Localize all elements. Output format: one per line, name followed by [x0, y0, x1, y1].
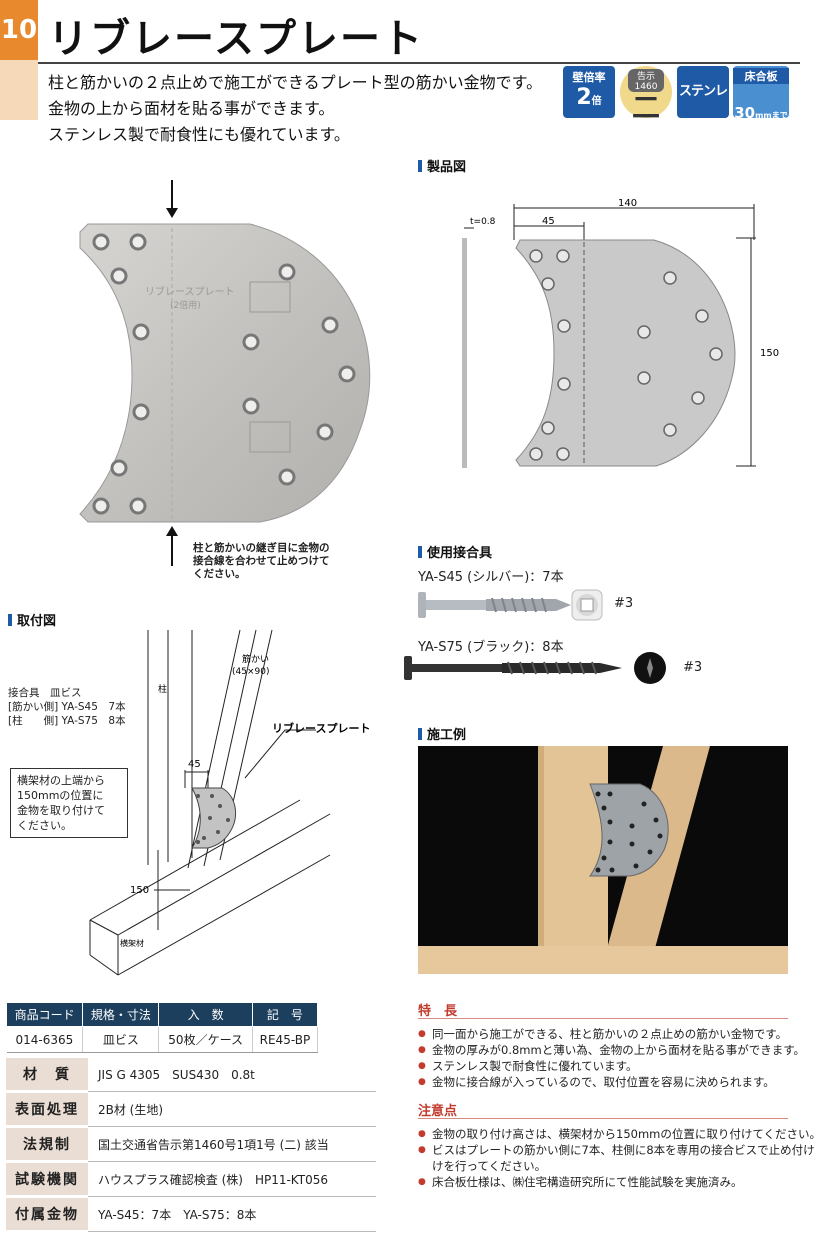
spec-value: JIS G 4305 SUS430 0.8t: [88, 1058, 376, 1092]
example-photo: [418, 746, 788, 974]
td-symbol: RE45-BP: [252, 1026, 319, 1053]
spec-key: 表面処理: [6, 1091, 88, 1128]
section-fasteners: 使用接合具: [418, 542, 492, 561]
material-badge: ステンレス: [677, 66, 729, 151]
legend-line: 接合具 皿ビス: [8, 687, 82, 699]
note-line: 金物を取り付けて: [17, 804, 105, 817]
note-line: 150mmの位置に: [17, 789, 104, 802]
feature-item: 金物に接合線が入っているので、取付位置を容易に決められます。: [418, 1074, 805, 1090]
cautions-rule: [418, 1118, 788, 1119]
dim-thickness: t=0.8: [470, 217, 496, 227]
floor-badge: 床合板 30mmまで: [733, 66, 789, 122]
header-accent: [0, 60, 38, 120]
notice-badge: 告示1460 二: [620, 66, 672, 124]
notice-value: 二: [631, 91, 660, 124]
th-symbol: 記 号: [251, 1002, 319, 1027]
feature-item: 金物の厚みが0.8mmと薄い為、金物の上から面材を貼る事ができます。: [418, 1042, 805, 1058]
spec-value: 2B材 (生地): [88, 1091, 376, 1127]
install-note: 横架材の上端から 150mmの位置に 金物を取り付けて ください。: [10, 768, 128, 838]
caution-item: 床合板仕様は、㈱住宅構造研究所にて性能試験を実施済み。: [418, 1174, 821, 1190]
floor-label: 床合板: [733, 68, 789, 84]
features-list: 同一面から施工ができる、柱と筋かいの２点止めの筋かい金物です。 金物の厚みが0.…: [418, 1026, 805, 1090]
caption-line: 接合線を合わせて止めつけて: [193, 555, 330, 567]
install-legend: 接合具 皿ビス [筋かい側] YA-S45 7本 [柱 側] YA-S75 8本: [8, 686, 126, 728]
product-photo: リブレースプレート (2倍用): [79, 180, 371, 566]
th-spec: 規格・寸法: [82, 1002, 160, 1027]
spec-key: 試験機関: [6, 1161, 88, 1198]
th-code: 商品コード: [5, 1002, 84, 1027]
screw-silver-icon: [418, 589, 603, 621]
label-brace-size: (45×90): [232, 667, 269, 677]
caution-item: ビスはプレートの筋かい側に7本、柱側に8本を専用の接合ビスで止め付け: [418, 1142, 821, 1158]
wall-ratio-badge: 壁倍率 2倍: [563, 66, 615, 118]
photo-label-sub: (2倍用): [170, 299, 201, 311]
dim-inner: 45: [542, 216, 555, 227]
fastener-s45: YA-S45 (シルバー)：7本: [418, 570, 564, 585]
section-number: 10: [0, 0, 38, 60]
intro-line: ステンレス製で耐食性にも優れています。: [48, 125, 350, 144]
label-beam: 横架材: [120, 938, 144, 948]
intro-line: 柱と筋かいの２点止めで施工ができるプレート型の筋かい金物です。: [48, 73, 543, 92]
spec-value: 国土交通省告示第1460号1項1号 (二) 該当: [88, 1126, 376, 1162]
wall-ratio-label: 壁倍率: [572, 71, 606, 84]
photo-label-top: リブレースプレート: [145, 285, 235, 298]
drive-size-1: #3: [614, 596, 634, 611]
caution-item: 金物の取り付け高さは、横架材から150mmの位置に取り付けてください。: [418, 1126, 821, 1142]
feature-item: ステンレス製で耐食性に優れています。: [418, 1058, 805, 1074]
product-drawing: t=0.8 140 45 150: [462, 198, 779, 468]
spec-key: 法規制: [6, 1126, 88, 1163]
label-brace: 筋かい: [242, 653, 269, 665]
cautions-title: 注意点: [418, 1104, 458, 1119]
header-rule: [38, 62, 800, 64]
legend-line: [柱 側] YA-S75 8本: [8, 715, 126, 727]
note-line: 横架材の上端から: [17, 774, 105, 787]
wall-ratio-unit: 倍: [591, 96, 602, 107]
notice-label: 告示1460: [628, 69, 664, 92]
screw-black-icon: [404, 652, 666, 684]
td-code: 014-6365: [6, 1026, 84, 1053]
td-spec: 皿ビス: [82, 1026, 160, 1053]
caption-line: ください。: [193, 568, 246, 580]
intro-line: 金物の上から面材を貼る事ができます。: [48, 99, 335, 118]
intro-text: 柱と筋かいの２点止めで施工ができるプレート型の筋かい金物です。 金物の上から面材…: [48, 70, 542, 148]
spec-value: ハウスプラス確認検査 (株) HP11-KT056: [88, 1161, 376, 1197]
page-title: リブレースプレート: [48, 16, 424, 62]
section-example: 施工例: [418, 724, 466, 743]
floor-value: 30: [734, 104, 756, 122]
dim-height: 150: [760, 348, 779, 359]
section-product-drawing: 製品図: [418, 156, 466, 175]
td-qty: 50枚／ケース: [158, 1026, 253, 1053]
legend-line: [筋かい側] YA-S45 7本: [8, 701, 126, 713]
cautions-list: 金物の取り付け高さは、横架材から150mmの位置に取り付けてください。 ビスはプ…: [418, 1126, 821, 1190]
label-dim150: 150: [130, 885, 149, 896]
label-dim45: 45: [188, 759, 201, 770]
label-column: 柱: [158, 683, 167, 695]
floor-unit: mmまで: [755, 111, 788, 120]
caption-line: 柱と筋かいの継ぎ目に金物の: [193, 542, 330, 554]
th-qty: 入 数: [158, 1002, 253, 1027]
section-install: 取付図: [8, 610, 56, 629]
wall-ratio-value: 2: [576, 85, 592, 110]
caution-item-cont: けを行ってください。: [432, 1159, 547, 1173]
product-code-table: 商品コード 規格・寸法 入 数 記 号 014-6365 皿ビス 50枚／ケース…: [5, 1002, 319, 1053]
spec-key: 材 質: [6, 1058, 88, 1093]
photo-caption: 柱と筋かいの継ぎ目に金物の 接合線を合わせて止めつけて ください。: [193, 542, 330, 581]
note-line: ください。: [17, 819, 72, 832]
feature-item: 同一面から施工ができる、柱と筋かいの２点止めの筋かい金物です。: [418, 1026, 805, 1042]
label-plate: リブレースプレート: [272, 721, 370, 735]
spec-value: YA-S45：7本 YA-S75：8本: [88, 1196, 376, 1232]
features-title: 特 長: [418, 1004, 458, 1019]
fastener-s75: YA-S75 (ブラック)：8本: [418, 640, 564, 655]
spec-key: 付属金物: [6, 1196, 88, 1233]
dim-width: 140: [618, 198, 637, 209]
features-rule: [418, 1018, 788, 1019]
drive-size-2: #3: [683, 660, 703, 675]
install-diagram: 柱 筋かい (45×90) リブレースプレート 45 150 横架材: [89, 629, 370, 976]
